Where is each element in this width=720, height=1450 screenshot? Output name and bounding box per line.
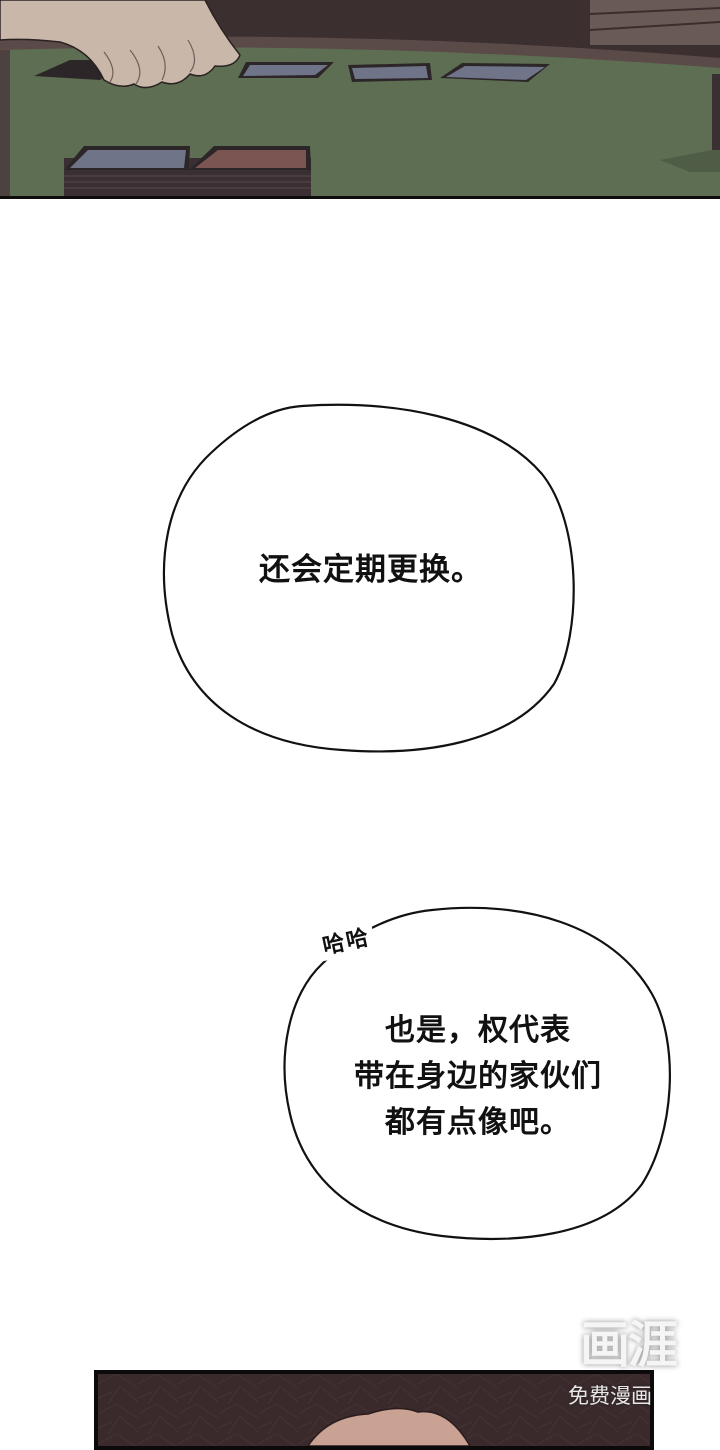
speech-bubble-outline <box>162 403 575 753</box>
bubble-line: 还会定期更换。 <box>259 552 483 588</box>
bubble-line: 也是，权代表 <box>385 1013 571 1048</box>
manga-panel-card-table <box>0 0 720 199</box>
speech-bubble-1-text: 还会定期更换。 <box>162 550 580 590</box>
speech-bubble-1: 还会定期更换。 <box>162 403 580 756</box>
bubble-line: 带在身边的家伙们 <box>354 1059 602 1094</box>
speech-bubble-outline <box>283 906 671 1240</box>
watermark-title: 画涯 <box>580 1316 678 1374</box>
watermark-subtitle: 免费漫画 <box>568 1384 652 1408</box>
manga-panel-bottom <box>94 1370 654 1450</box>
speech-bubble-2-text: 也是，权代表 带在身边的家伙们 都有点像吧。 <box>282 1008 674 1146</box>
watermark-logo: 画涯 免费漫画 <box>566 1316 690 1416</box>
bubble-line: 都有点像吧。 <box>385 1105 571 1140</box>
speech-bubble-2: 也是，权代表 带在身边的家伙们 都有点像吧。 <box>282 904 674 1244</box>
card-table-illustration <box>0 0 720 196</box>
bottom-panel-illustration <box>98 1374 650 1446</box>
